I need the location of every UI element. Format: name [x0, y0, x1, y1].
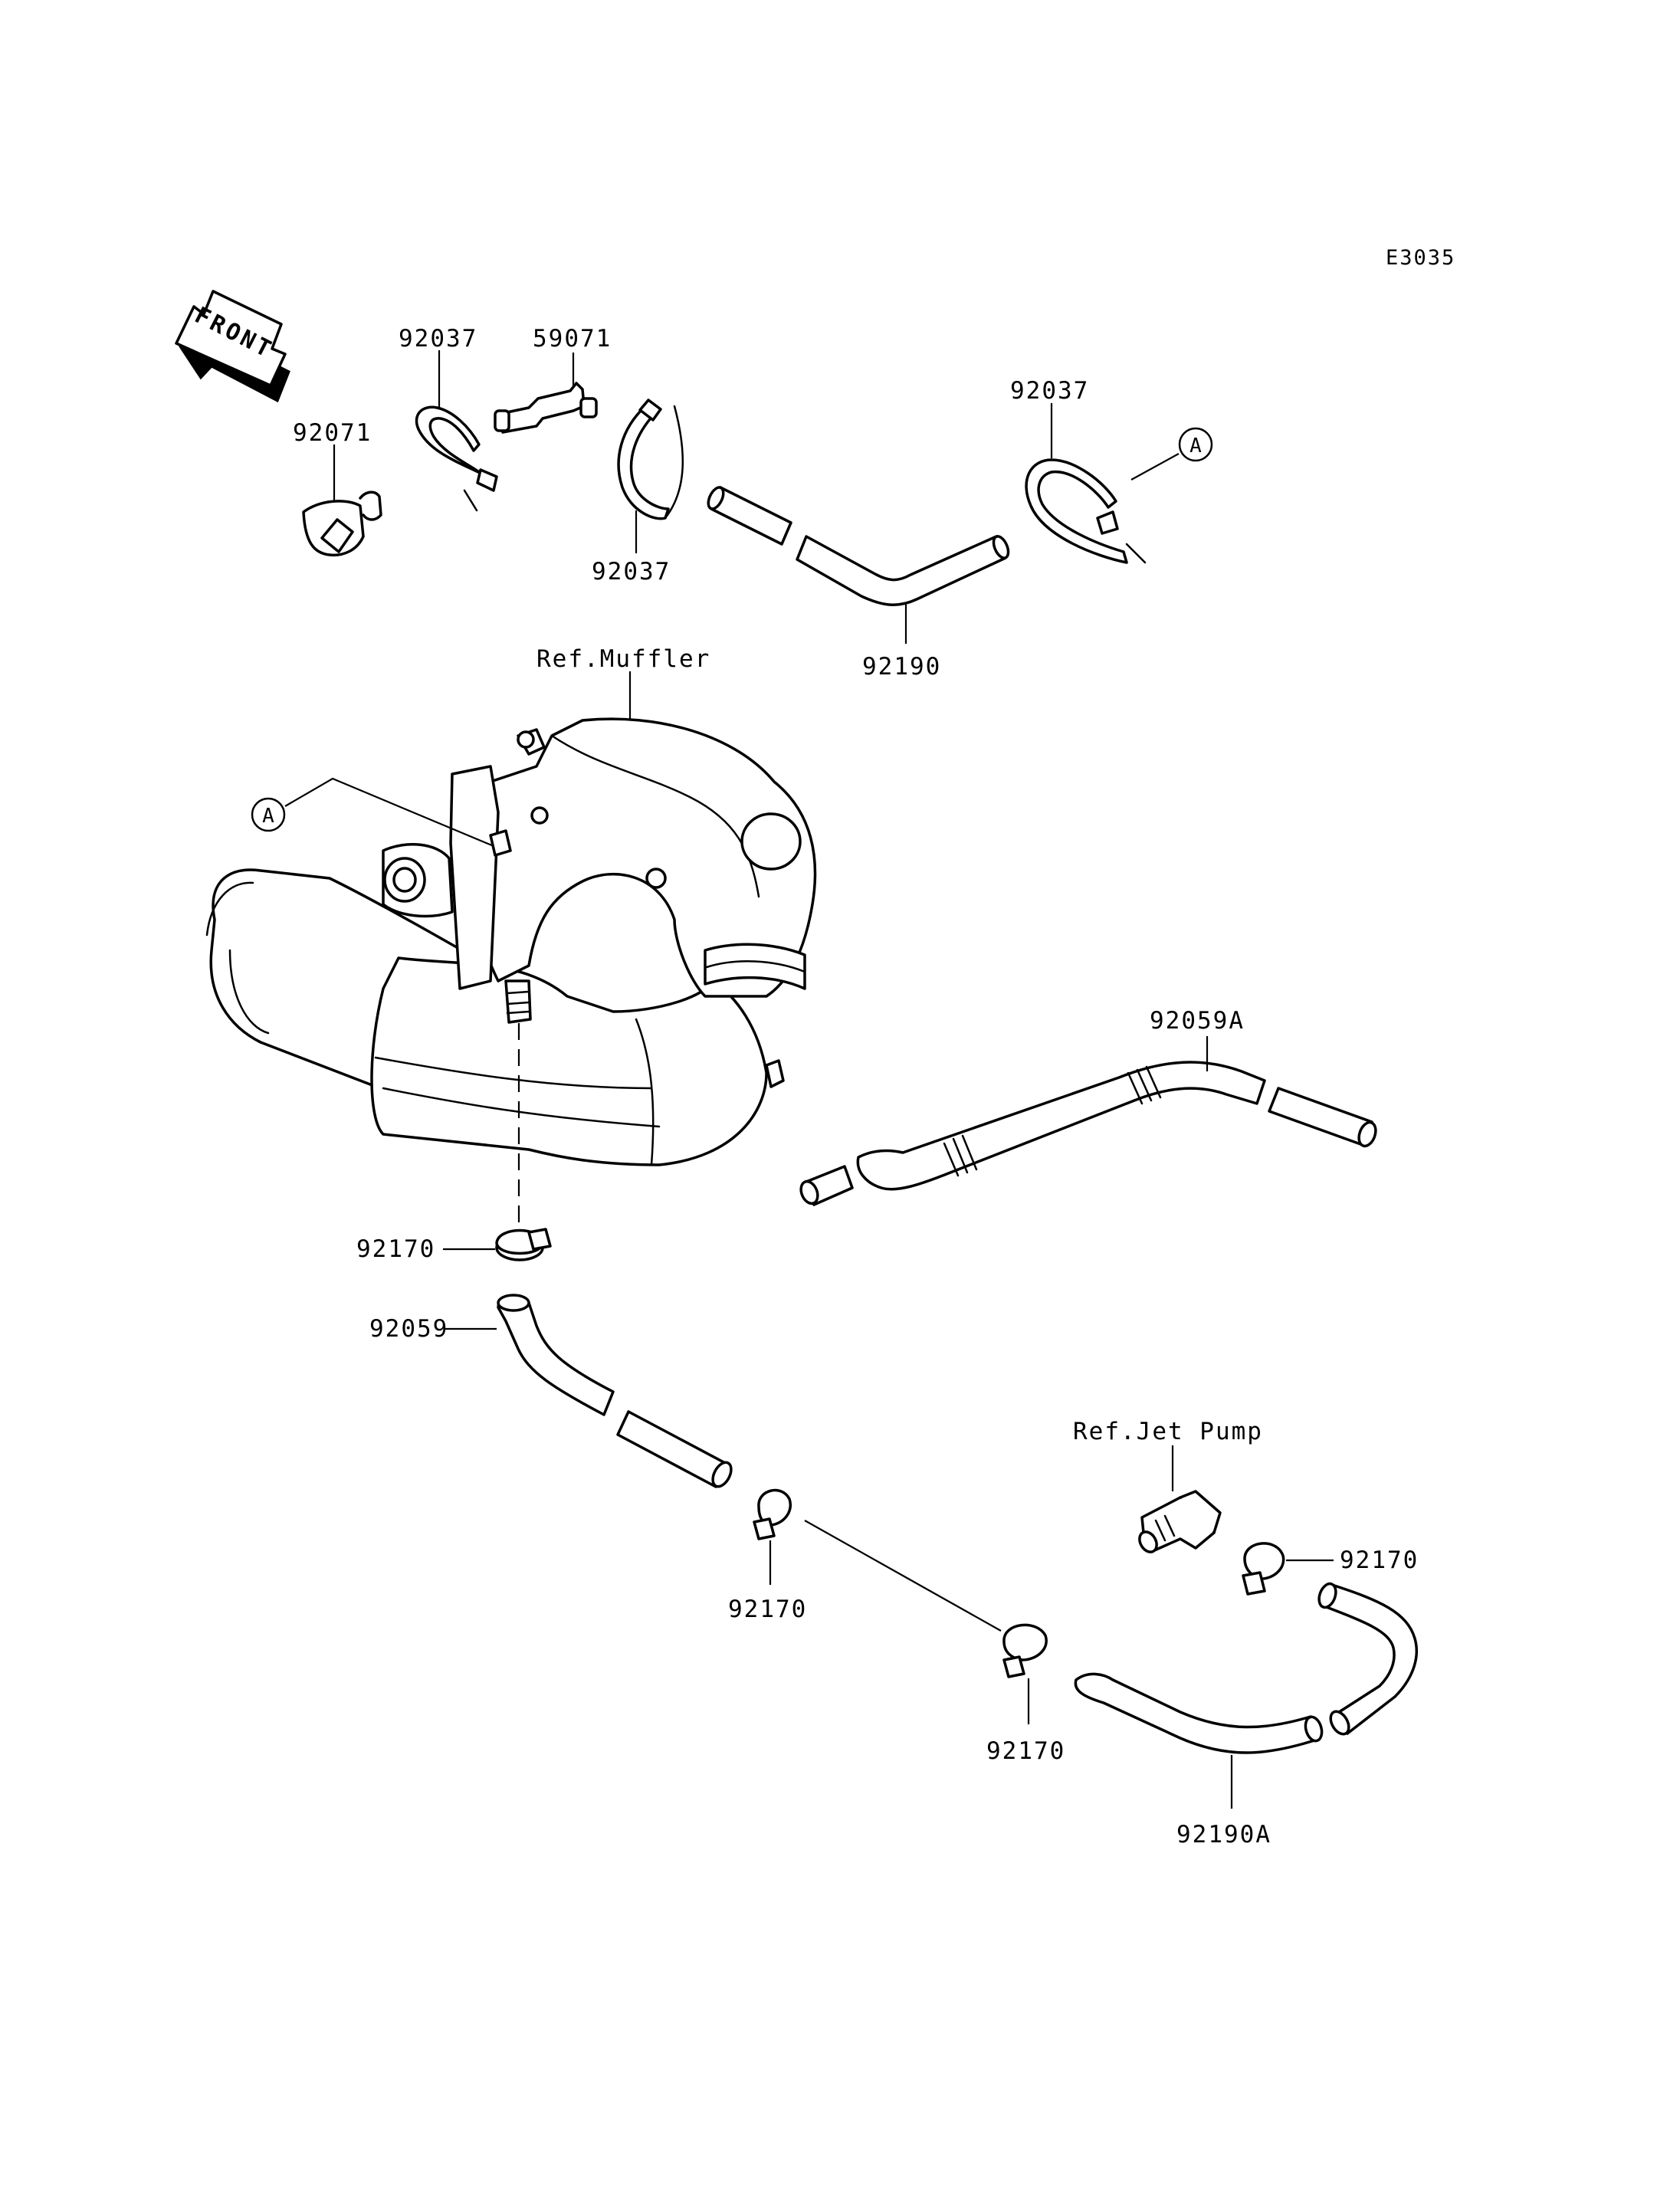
reference-marker-a-upper: A [1130, 427, 1213, 481]
label-92170-b: 92170 [728, 1596, 807, 1623]
clamp-92170-c: 92170 [986, 1623, 1065, 1765]
label-59071: 59071 [533, 325, 612, 353]
hose-92059: 92059 [369, 1294, 733, 1488]
clamp-92170-d: 92170 [1242, 1542, 1419, 1596]
hose-92190: 92190 [707, 486, 1010, 681]
label-92190A: 92190A [1176, 1821, 1271, 1848]
front-arrow-icon: FRONT [175, 290, 290, 403]
label-92071: 92071 [293, 419, 372, 447]
label-92059A: 92059A [1150, 1007, 1245, 1035]
clamp-92037-upper-mid: 92037 [592, 399, 684, 586]
plug-92071: 92071 [293, 419, 382, 557]
label-92170-a: 92170 [356, 1235, 435, 1263]
label-92037-upper-right: 92037 [1010, 377, 1089, 405]
clamp-92037-upper-left: 92037 [399, 325, 498, 512]
pipe-59071: 59071 [494, 325, 612, 434]
ref-jet-pump-label: Ref.Jet Pump [1073, 1418, 1263, 1445]
jet-pump-fitting [1138, 1490, 1222, 1553]
label-92037-upper-mid: 92037 [592, 558, 671, 586]
reference-marker-a-lower: A [251, 777, 494, 848]
marker-a-lower-text: A [262, 805, 274, 828]
label-92037-upper-left: 92037 [399, 325, 477, 353]
muffler-assembly [205, 717, 817, 1242]
label-92170-d: 92170 [1340, 1547, 1419, 1574]
clamp-92170-b: 92170 [728, 1488, 807, 1623]
clamp-92037-upper-right: 92037 [1010, 377, 1147, 564]
ref-muffler-label: Ref.Muffler [536, 645, 710, 673]
marker-a-upper-text: A [1189, 435, 1202, 458]
hose-92059A: 92059A [799, 1007, 1377, 1206]
label-92170-c: 92170 [986, 1737, 1065, 1765]
hose-92190A: 92190A [1074, 1582, 1419, 1848]
label-92190: 92190 [862, 653, 941, 681]
label-92059: 92059 [369, 1315, 448, 1343]
diagram-code: E3035 [1386, 246, 1455, 270]
clamp-92170-a: 92170 [356, 1228, 552, 1263]
